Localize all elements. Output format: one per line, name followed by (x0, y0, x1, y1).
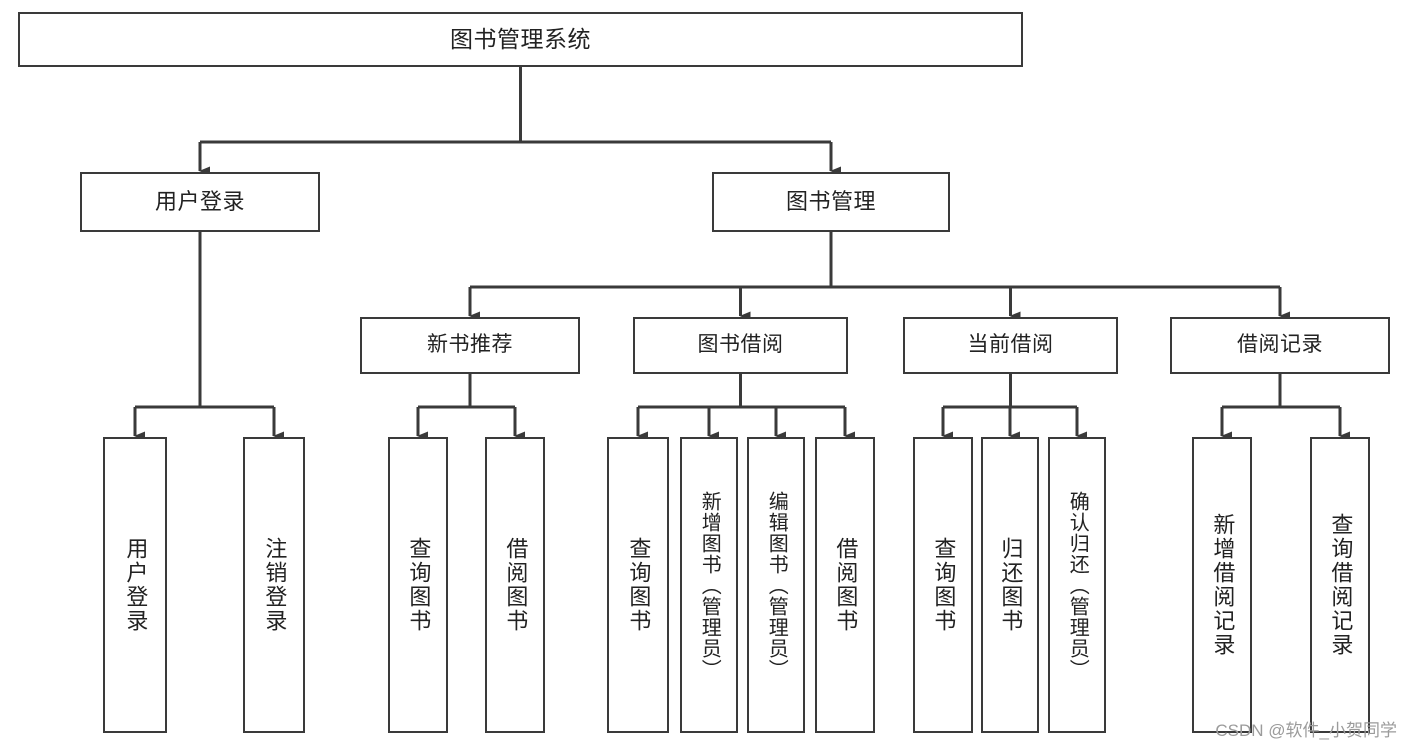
node-leaf-user-logout[interactable]: 注销登录 (243, 437, 305, 733)
node-leaf-borrow-book-2[interactable]: 借阅图书 (815, 437, 875, 733)
node-label: 图书管理系统 (450, 25, 591, 52)
node-current-borrow[interactable]: 当前借阅 (903, 317, 1118, 374)
node-label: 图书管理 (785, 189, 876, 215)
node-label: 查询图书 (931, 537, 957, 633)
node-leaf-query-book-3[interactable]: 查询图书 (913, 437, 973, 733)
node-leaf-query-record[interactable]: 查询借阅记录 (1310, 437, 1370, 733)
node-label: 编辑图书（管理员） (765, 490, 788, 680)
watermark-text: CSDN @软件_小贺同学 (1215, 721, 1397, 740)
node-label: 新增图书（管理员） (698, 490, 721, 680)
node-user-login[interactable]: 用户登录 (80, 172, 320, 232)
edge-paths (133, 67, 1350, 441)
node-book-management[interactable]: 图书管理 (712, 172, 950, 232)
node-label: 借阅图书 (503, 537, 529, 633)
node-label: 新增借阅记录 (1210, 513, 1236, 657)
node-root[interactable]: 图书管理系统 (18, 12, 1023, 67)
node-label: 新书推荐 (427, 333, 513, 357)
node-label: 用户登录 (154, 189, 245, 215)
node-label: 图书借阅 (697, 333, 784, 357)
node-label: 用户登录 (123, 537, 149, 633)
node-new-book-recommend[interactable]: 新书推荐 (360, 317, 580, 374)
node-label: 注销登录 (262, 537, 288, 633)
node-label: 查询借阅记录 (1328, 513, 1354, 657)
node-leaf-edit-book[interactable]: 编辑图书（管理员） (747, 437, 805, 733)
node-label: 确认归还（管理员） (1066, 490, 1089, 680)
node-label: 借阅图书 (833, 537, 859, 633)
node-label: 查询图书 (406, 537, 432, 633)
node-leaf-confirm-return[interactable]: 确认归还（管理员） (1048, 437, 1106, 733)
node-leaf-user-login[interactable]: 用户登录 (103, 437, 167, 733)
node-book-borrow[interactable]: 图书借阅 (633, 317, 848, 374)
node-label: 查询图书 (626, 537, 652, 633)
node-label: 归还图书 (998, 537, 1024, 633)
node-borrow-record[interactable]: 借阅记录 (1170, 317, 1390, 374)
node-leaf-add-book[interactable]: 新增图书（管理员） (680, 437, 738, 733)
node-leaf-query-book-1[interactable]: 查询图书 (388, 437, 448, 733)
node-leaf-borrow-book-1[interactable]: 借阅图书 (485, 437, 545, 733)
node-label: 借阅记录 (1237, 333, 1323, 357)
node-label: 当前借阅 (967, 333, 1054, 357)
node-leaf-query-book-2[interactable]: 查询图书 (607, 437, 669, 733)
node-leaf-return-book[interactable]: 归还图书 (981, 437, 1039, 733)
node-leaf-add-record[interactable]: 新增借阅记录 (1192, 437, 1252, 733)
